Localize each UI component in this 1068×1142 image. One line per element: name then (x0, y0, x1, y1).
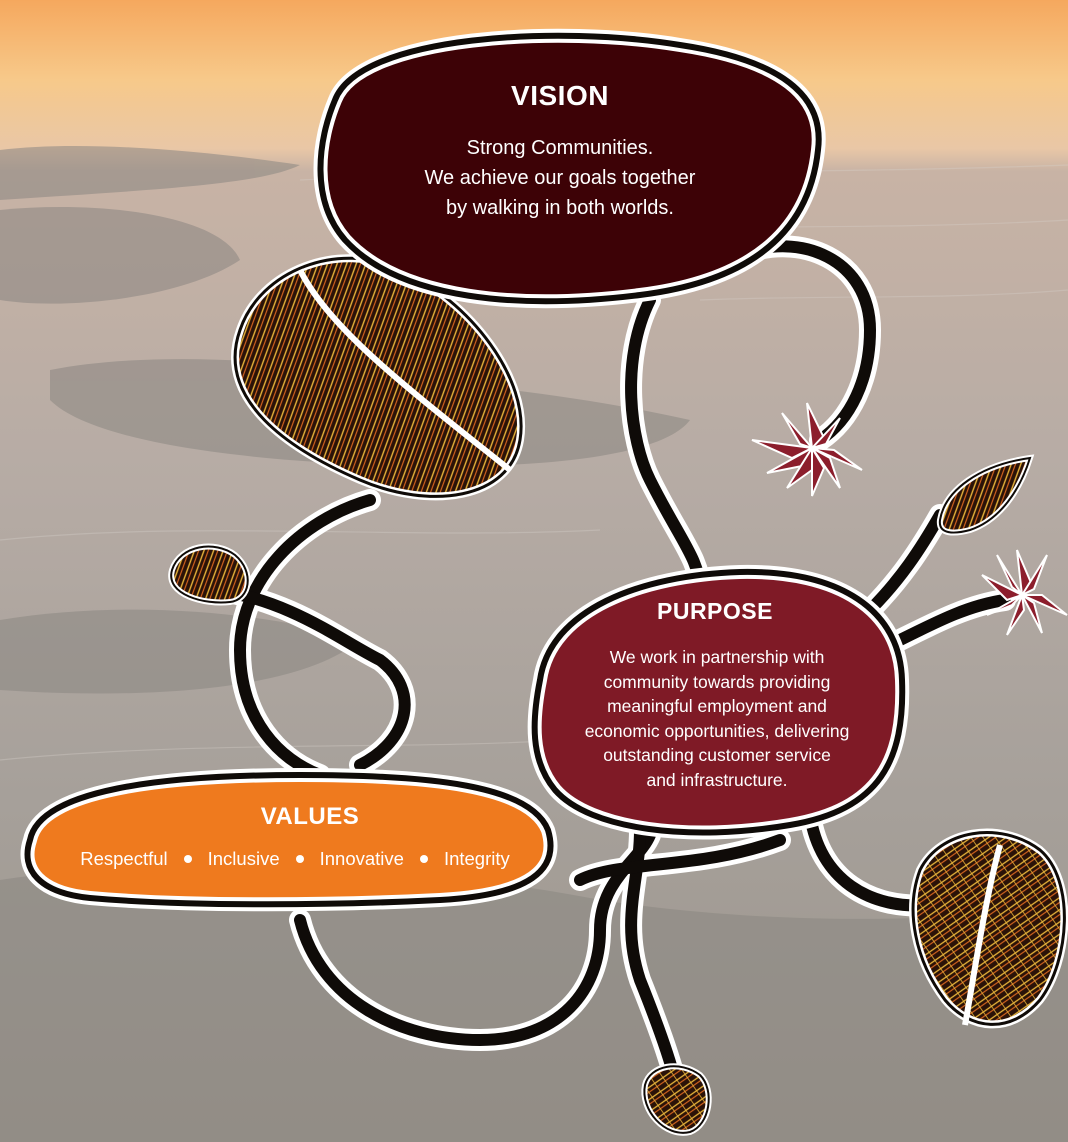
purpose-statement: We work in partnership with community to… (548, 645, 886, 792)
values-shape (20, 767, 558, 912)
value-item: Respectful (80, 848, 168, 869)
value-item: Inclusive (207, 848, 280, 869)
vision-line: by walking in both worlds. (446, 197, 674, 219)
vision-title: VISION (511, 80, 609, 111)
small-seed-pod-left (168, 543, 251, 606)
value-item: Innovative (319, 848, 404, 869)
purpose-line: outstanding customer service (603, 745, 831, 765)
large-seed-pod-bottom-right (909, 828, 1068, 1029)
purpose-line: economic opportunities, delivering (584, 720, 850, 741)
purpose-line: meaningful employment and (607, 696, 827, 716)
flower-icon (981, 549, 1068, 636)
vision-shape (313, 28, 826, 309)
value-item: Integrity (443, 848, 510, 869)
vision-statement: Strong Communities. We achieve our goals… (360, 133, 760, 223)
small-seed-pod-bottom (641, 1063, 712, 1136)
purpose-title: PURPOSE (657, 598, 773, 624)
purpose-shape (527, 564, 910, 840)
purpose-line: and infrastructure. (646, 769, 788, 790)
purpose-line: We work in partnership with (609, 647, 825, 667)
purpose-line: community towards providing (603, 671, 831, 692)
values-title: VALUES (260, 803, 360, 830)
vision-line: We achieve our goals together (424, 167, 696, 189)
small-seed-pod-right-bud (936, 454, 1035, 536)
bullet-icon (183, 855, 192, 863)
vision-line: Strong Communities. (466, 137, 654, 159)
values-list: Respectful Inclusive Innovative Integrit… (40, 848, 550, 870)
flower-icon (751, 402, 863, 497)
bullet-icon (295, 855, 304, 863)
connecting-vines (204, 235, 1016, 1091)
large-seed-pod-top-left (231, 254, 526, 501)
bullet-icon (419, 855, 428, 863)
